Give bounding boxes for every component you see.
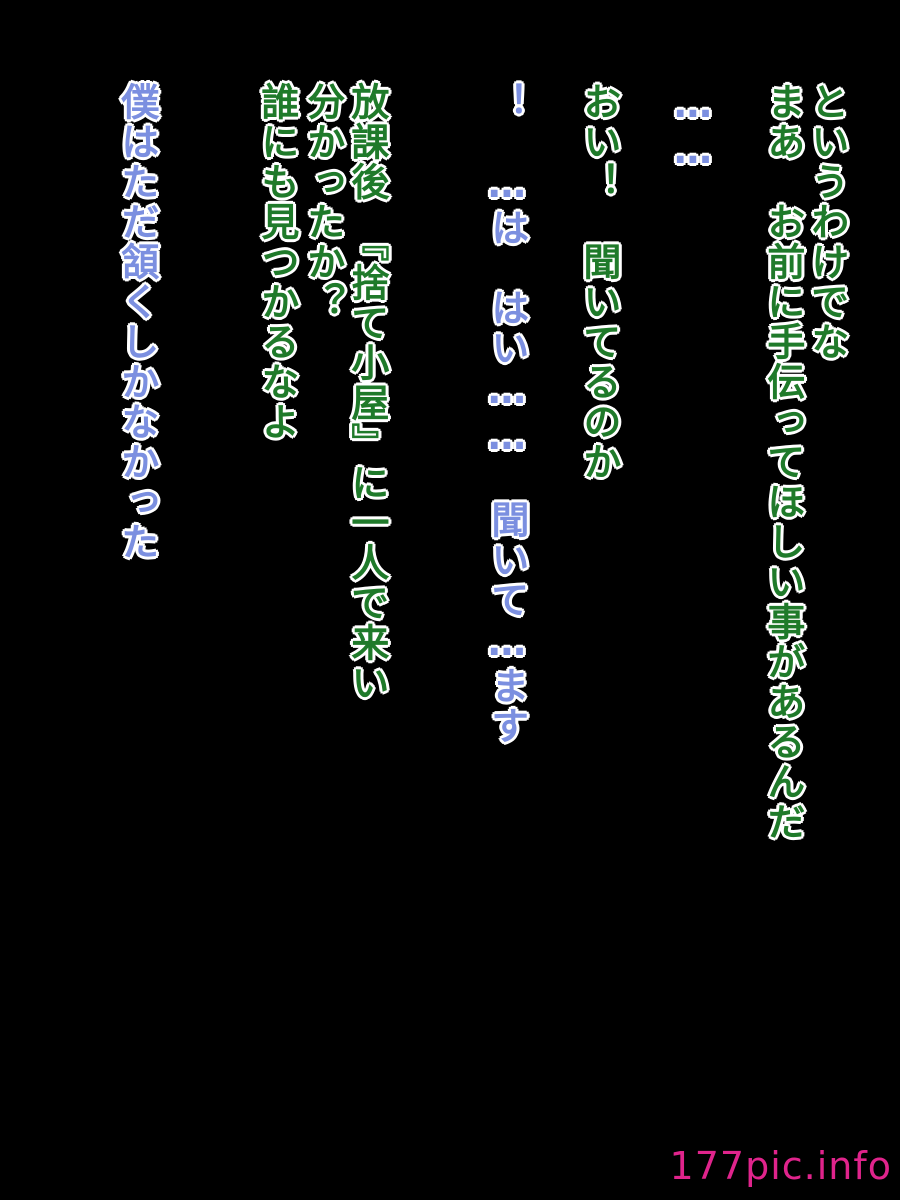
dialogue-line-3: …… xyxy=(670,81,716,175)
watermark-text: 177pic.info xyxy=(669,1144,892,1188)
narration-line: 僕はただ頷くしかなかった xyxy=(114,81,160,563)
dialogue-line-2: まあ お前に手伝ってほしい事があるんだ xyxy=(760,81,806,843)
dialogue-line-1: というわけでな xyxy=(804,81,850,363)
dialogue-line-8: 誰にも見つかるなよ xyxy=(254,81,300,443)
dialogue-line-7: 分かったか？ xyxy=(300,81,346,323)
dialogue-line-4: おい！ 聞いてるのか xyxy=(576,81,622,483)
dialogue-line-5: ！ …は はい…… 聞いて…ます xyxy=(484,81,530,747)
dialogue-line-6: 放課後 『捨て小屋』に一人で来い xyxy=(344,81,390,704)
